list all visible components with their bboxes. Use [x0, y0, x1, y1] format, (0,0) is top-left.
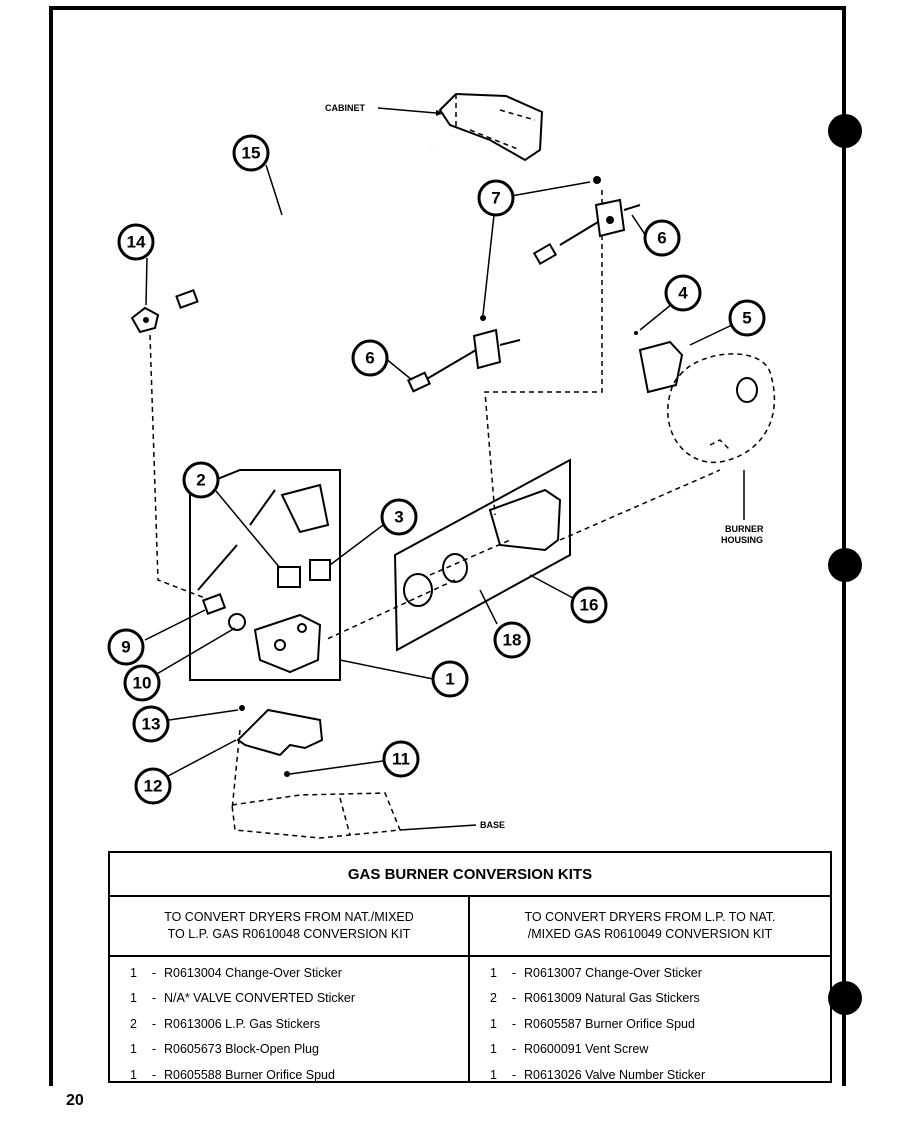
callout-5: 5 [728, 299, 766, 337]
list-item: 2-R0613006 L.P. Gas Stickers [130, 1016, 321, 1031]
callout-9: 9 [107, 628, 145, 666]
burner-housing-label-1: BURNER [725, 524, 764, 534]
callout-11: 11 [382, 740, 420, 778]
svg-text:3: 3 [394, 508, 403, 527]
callout-6-middle: 6 [351, 339, 389, 377]
callout-3: 3 [380, 498, 418, 536]
punch-hole-top [828, 114, 862, 148]
list-item: 1-R0605673 Block-Open Plug [130, 1042, 319, 1057]
clip-part-14 [130, 306, 160, 334]
svg-text:13: 13 [142, 715, 161, 734]
svg-text:6: 6 [657, 229, 666, 248]
svg-text:7: 7 [491, 189, 500, 208]
list-item: 1-N/A* VALVE CONVERTED Sticker [130, 991, 356, 1006]
svg-text:18: 18 [503, 631, 522, 650]
list-item: 1-R0613026 Valve Number Sticker [490, 1067, 706, 1082]
page-number: 20 [66, 1092, 84, 1109]
svg-text:9: 9 [121, 638, 130, 657]
callout-10: 10 [123, 664, 161, 702]
callout-1: 1 [431, 660, 469, 698]
callout-6-upper: 6 [643, 219, 681, 257]
callout-4: 4 [664, 274, 702, 312]
svg-text:1: 1 [445, 670, 454, 689]
kit-header-right-line1: TO CONVERT DRYERS FROM L.P. TO NAT. [524, 910, 776, 924]
page-border [49, 6, 846, 1086]
kit-header-left-line2: TO L.P. GAS R0610048 CONVERSION KIT [167, 927, 411, 941]
kit-header-right: TO CONVERT DRYERS FROM L.P. TO NAT. /MIX… [470, 897, 830, 957]
conversion-kits-table: GAS BURNER CONVERSION KITS TO CONVERT DR… [108, 851, 832, 1083]
list-item: 1-R0605588 Burner Orifice Spud [130, 1067, 335, 1082]
svg-text:11: 11 [392, 750, 410, 769]
list-item: 1-R0605587 Burner Orifice Spud [490, 1016, 695, 1031]
svg-text:2: 2 [196, 471, 205, 490]
list-item: 1-R0613004 Change-Over Sticker [130, 965, 342, 980]
burner-housing-label-2: HOUSING [721, 535, 763, 545]
table-title: GAS BURNER CONVERSION KITS [110, 853, 830, 897]
base-label: BASE [480, 820, 505, 830]
kit-list-right: 1-R0613007 Change-Over Sticker 2-R061300… [470, 957, 830, 1088]
kit-column-lp-to-nat: TO CONVERT DRYERS FROM L.P. TO NAT. /MIX… [470, 897, 830, 1083]
cabinet-bracket: CABINET [325, 92, 544, 162]
gas-valve [253, 559, 331, 674]
svg-text:15: 15 [242, 144, 261, 163]
callout-16: 16 [570, 586, 608, 624]
burner-assembly [393, 458, 571, 652]
kit-header-left-line1: TO CONVERT DRYERS FROM NAT./MIXED [164, 910, 414, 924]
kit-header-left: TO CONVERT DRYERS FROM NAT./MIXED TO L.P… [110, 897, 468, 957]
valve-panel [189, 469, 341, 681]
callout-13: 13 [132, 705, 170, 743]
valve-bracket [236, 705, 324, 777]
kit-header-right-line2: /MIXED GAS R0610049 CONVERSION KIT [527, 927, 773, 941]
kit-list-left: 1-R0613004 Change-Over Sticker 1-N/A* VA… [110, 957, 468, 1088]
svg-text:12: 12 [144, 777, 163, 796]
callout-12: 12 [134, 767, 172, 805]
punch-hole-middle [828, 548, 862, 582]
list-item: 1-R0600091 Vent Screw [490, 1042, 649, 1057]
burner-housing: BURNER HOUSING [634, 331, 776, 545]
svg-text:4: 4 [678, 284, 688, 303]
svg-text:10: 10 [133, 674, 152, 693]
callout-2: 2 [182, 461, 220, 499]
list-item: 1-R0613007 Change-Over Sticker [490, 965, 702, 980]
fittings [201, 593, 246, 631]
svg-text:5: 5 [742, 309, 751, 328]
svg-text:14: 14 [127, 233, 146, 252]
punch-hole-bottom [828, 981, 862, 1015]
svg-text:6: 6 [365, 349, 374, 368]
base: BASE [231, 792, 505, 839]
callout-7: 7 [477, 179, 515, 217]
svg-text:16: 16 [580, 596, 599, 615]
sensor-upper [532, 176, 641, 266]
cabinet-label: CABINET [325, 103, 366, 113]
kit-column-nat-to-lp: TO CONVERT DRYERS FROM NAT./MIXED TO L.P… [110, 897, 470, 1083]
gas-supply-tube [175, 142, 433, 309]
list-item: 2-R0613009 Natural Gas Stickers [490, 991, 700, 1006]
sensor-middle [406, 315, 521, 393]
callout-leaders [144, 164, 733, 777]
exploded-parts-diagram: CABINET BURN [107, 92, 776, 839]
callout-14: 14 [117, 223, 155, 261]
callout-18: 18 [493, 621, 531, 659]
callout-15: 15 [232, 134, 270, 172]
